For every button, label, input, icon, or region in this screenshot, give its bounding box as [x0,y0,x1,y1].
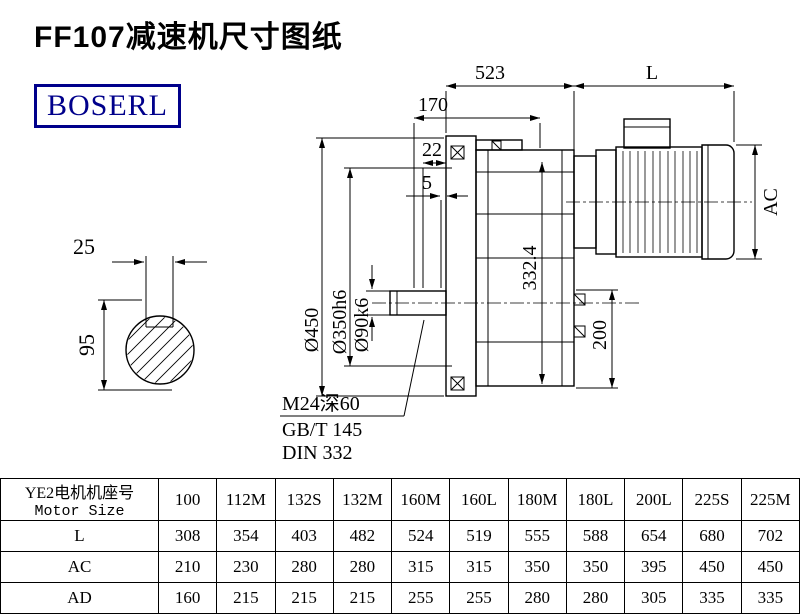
motor-size-header-cn: YE2电机机座号 [24,485,135,502]
cell: 280 [332,551,393,583]
dim-label-flange-dia: Ø450 [301,308,323,352]
table-row-AD: AD 160 215 215 215 255 255 280 280 305 3… [0,582,800,614]
col-header: 100 [157,478,218,521]
motor-size-header-en: Motor Size [34,503,125,520]
dim-label-shaft-dia: Ø90k6 [351,298,373,352]
dimension-drawing: 25 95 [73,62,782,464]
cell: 519 [449,520,509,552]
motor-size-table: YE2电机机座号 Motor Size 100 112M 132S 132M 1… [0,478,800,614]
dim-label-key-width: 25 [73,234,95,259]
thread-notes: M24深60 GB/T 145 DIN 332 [280,319,425,464]
cell: 315 [449,551,509,583]
brand-logo: BOSERL [34,84,181,128]
cell: 524 [391,520,451,552]
cell: 210 [157,551,218,583]
cell: 702 [740,520,800,552]
cell: 255 [449,582,509,614]
col-header: 132M [332,478,393,521]
cell: 350 [565,551,626,583]
dim-label-shaft-height: 95 [74,334,99,356]
row-label: L [0,520,159,552]
cell: 680 [682,520,742,552]
cell: 354 [216,520,276,552]
table-header-row: YE2电机机座号 Motor Size 100 112M 132S 132M 1… [0,478,800,521]
motor-size-header-cell: YE2电机机座号 Motor Size [0,478,159,521]
cell: 230 [216,551,276,583]
col-header: 132S [274,478,334,521]
cell: 280 [274,551,334,583]
table-row-L: L 308 354 403 482 524 519 555 588 654 68… [0,520,800,552]
table-row-AC: AC 210 230 280 280 315 315 350 350 395 4… [0,551,800,583]
cell: 350 [507,551,567,583]
col-header: 160M [391,478,451,521]
cell: 315 [391,551,451,583]
dim-label-523: 523 [475,62,505,84]
row-label: AC [0,551,159,583]
cell: 403 [274,520,334,552]
dim-label-5: 5 [422,172,432,194]
col-header: 160L [449,478,509,521]
dim-label-spigot-dia: Ø350h6 [329,290,351,354]
dim-label-332: 332.4 [519,246,541,291]
col-header: 225M [740,478,800,521]
cell: 482 [332,520,393,552]
note-thread: M24深60 [282,392,360,415]
note-din-standard: DIN 332 [282,442,353,464]
cell: 280 [507,582,567,614]
cell: 654 [624,520,684,552]
cell: 588 [565,520,626,552]
cell: 308 [157,520,218,552]
dim-label-AC: AC [760,188,782,216]
cell: 305 [624,582,684,614]
cell: 335 [740,582,800,614]
col-header: 180L [565,478,626,521]
col-header: 180M [507,478,567,521]
cell: 335 [682,582,742,614]
dim-label-170: 170 [418,94,448,116]
page-title: FF107减速机尺寸图纸 [34,21,343,54]
dim-label-L: L [646,62,658,84]
dimensions: 523 L 170 22 5 AC 332.4 [301,62,782,397]
row-label: AD [0,582,159,614]
cell: 555 [507,520,567,552]
cell: 160 [157,582,218,614]
note-gb-standard: GB/T 145 [282,419,362,441]
col-header: 200L [624,478,684,521]
cell: 450 [682,551,742,583]
dim-label-200: 200 [589,320,611,350]
col-header: 112M [216,478,276,521]
dim-label-22: 22 [422,139,442,161]
shaft-end-view: 25 95 [73,234,207,391]
cell: 450 [740,551,800,583]
cell: 255 [391,582,451,614]
cell: 215 [274,582,334,614]
motor [566,118,752,260]
cell: 395 [624,551,684,583]
cell: 280 [565,582,626,614]
gearbox-side-view [372,135,640,397]
brand-text: BOSERL [46,89,169,122]
cell: 215 [216,582,276,614]
col-header: 225S [682,478,742,521]
cell: 215 [332,582,393,614]
